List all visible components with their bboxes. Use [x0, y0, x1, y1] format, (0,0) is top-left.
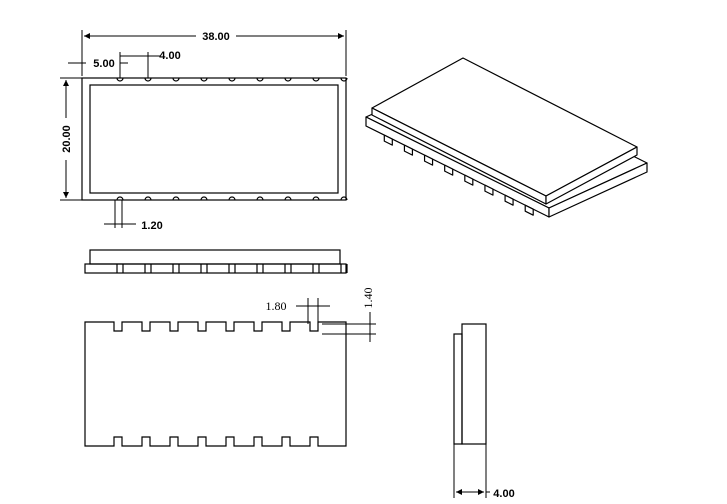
iso-pad	[484, 184, 494, 196]
castellation-upper	[256, 77, 264, 82]
notch-width-label: 1.80	[266, 299, 287, 313]
front-view-shield	[89, 249, 341, 265]
thickness-dimension	[453, 444, 490, 498]
pad-width-dimension	[104, 200, 136, 228]
iso-pad	[403, 144, 414, 156]
castellation-lower	[256, 196, 264, 201]
castellation-lower	[200, 196, 208, 201]
pad-pitch-label: 4.00	[159, 50, 180, 62]
castellation-lower	[144, 196, 152, 201]
castellation-upper	[172, 77, 180, 82]
castellation-lower	[312, 196, 320, 201]
notch-depth-label: 1.40	[361, 288, 375, 309]
iso-shield-right	[545, 146, 638, 205]
end-view	[453, 323, 487, 445]
castellation-lower	[340, 196, 348, 201]
castellation-upper	[284, 77, 292, 82]
width-dimension-label: 20.00	[61, 125, 73, 153]
castellation-upper	[340, 77, 348, 82]
top-view-outer-outline	[81, 77, 347, 201]
bottom-view	[84, 321, 347, 447]
iso-pad	[444, 164, 454, 176]
castellation-upper	[116, 77, 124, 82]
notch-dimension	[296, 298, 376, 342]
castellation-lower	[228, 196, 236, 201]
castellation-upper	[144, 77, 152, 82]
top-view-inner-outline	[89, 84, 339, 194]
castellation-lower	[172, 196, 180, 201]
iso-pcb-right	[548, 162, 648, 218]
front-view	[84, 249, 348, 274]
length-dimension	[81, 30, 347, 76]
iso-pads	[383, 134, 534, 216]
castellation-lower	[284, 196, 292, 201]
top-view-lower-pads	[116, 196, 348, 201]
iso-pad	[524, 204, 534, 216]
castellation-upper	[200, 77, 208, 82]
front-view-pcb	[84, 263, 347, 274]
top-view-upper-pads	[116, 77, 348, 82]
front-view-pads	[116, 264, 348, 273]
iso-pad	[383, 134, 393, 146]
iso-pad	[504, 194, 514, 206]
pad-width-label: 1.20	[141, 220, 162, 232]
castellation-lower	[116, 196, 124, 201]
width-dimension	[60, 77, 82, 201]
end-view-shield	[461, 323, 487, 445]
pad-offset-label: 5.00	[93, 58, 114, 70]
bottom-view-outline	[84, 321, 347, 447]
iso-pad	[423, 154, 434, 166]
thickness-label: 4.00	[493, 488, 514, 500]
pad-offset-dimension	[68, 52, 160, 78]
castellation-upper	[228, 77, 236, 82]
iso-pad	[464, 174, 474, 186]
end-view-pcb	[453, 333, 463, 445]
top-view	[81, 77, 348, 201]
length-dimension-label: 38.00	[202, 31, 230, 43]
isometric-view	[365, 57, 648, 218]
castellation-upper	[312, 77, 320, 82]
